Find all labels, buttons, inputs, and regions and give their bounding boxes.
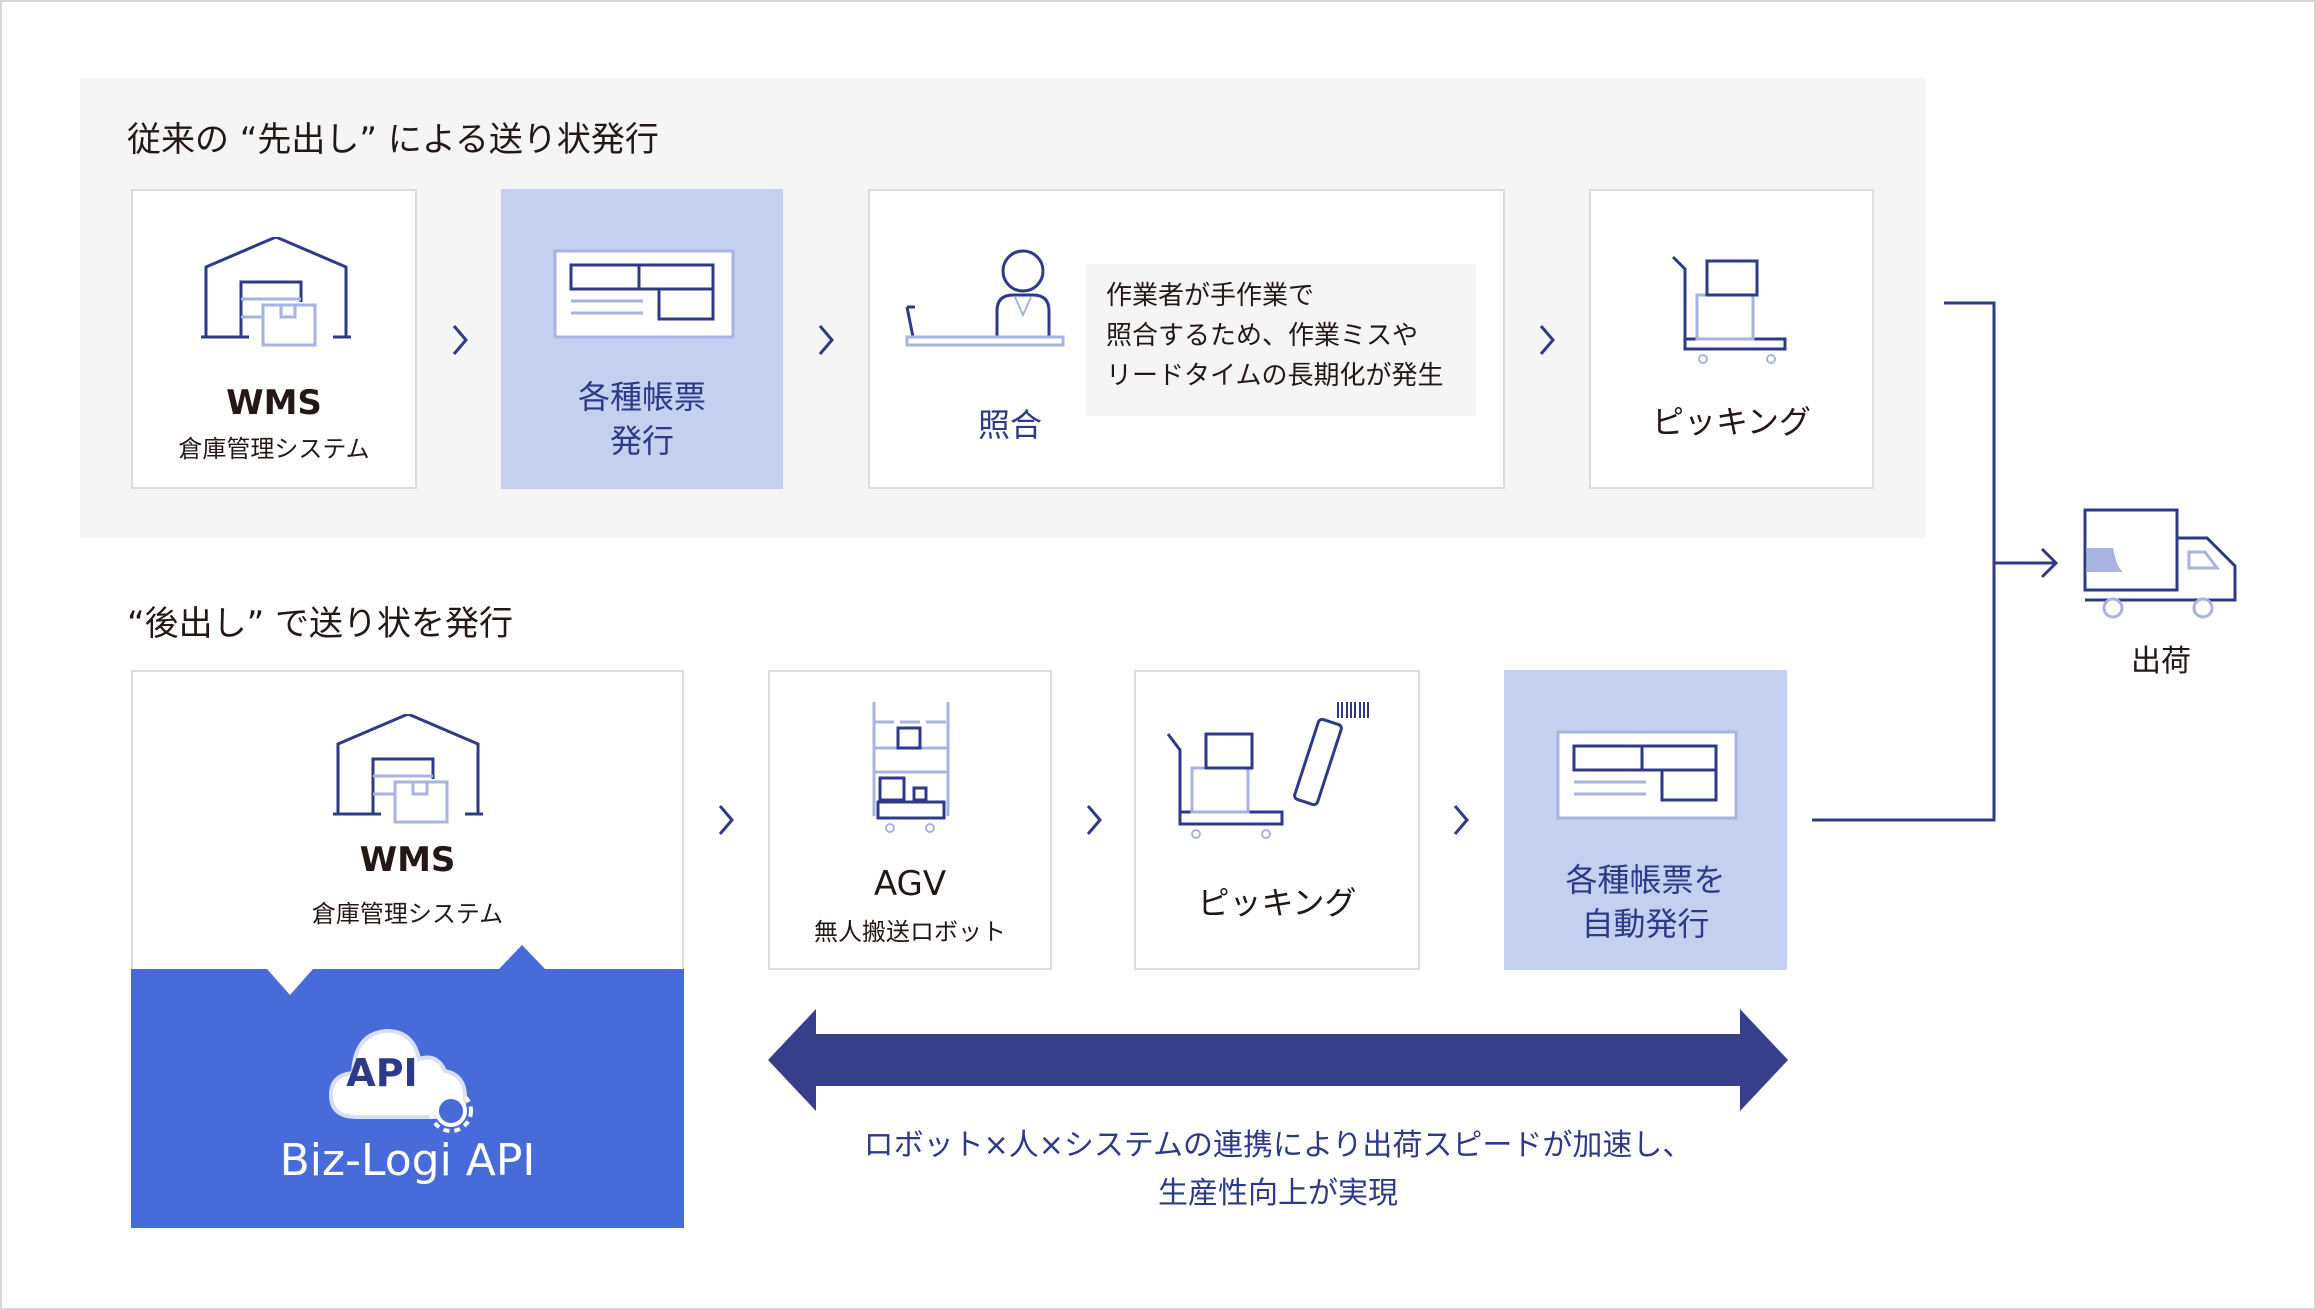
legacy-picking-box: ピッキング xyxy=(1589,189,1874,489)
check-title: 照合 xyxy=(977,406,1042,444)
chevron-right-icon xyxy=(1086,805,1102,835)
warehouse-icon xyxy=(333,714,483,824)
cart-scanner-icon xyxy=(1166,702,1369,839)
note-line: 照合するため、作業ミスや xyxy=(1106,321,1419,351)
auto-forms-line1: 各種帳票を xyxy=(1565,861,1726,899)
worker-at-laptop-icon xyxy=(905,249,1065,347)
legacy-title: 従来の “先出し” による送り状発行 xyxy=(127,120,659,160)
chevron-right-icon xyxy=(818,325,834,355)
picking-box: ピッキング xyxy=(1134,670,1420,970)
api-name: Biz-Logi API xyxy=(279,1135,536,1186)
truck-icon xyxy=(2083,508,2237,619)
legacy-check-box: 照合 作業者が手作業で 照合するため、作業ミスや リードタイムの長期化が発生 xyxy=(868,189,1505,489)
agv-subtitle: 無人搬送ロボット xyxy=(814,918,1006,946)
new-wms-box: WMS 倉庫管理システム API Biz-Logi API xyxy=(131,670,684,1228)
wms-title: WMS xyxy=(359,840,456,880)
wms-title: WMS xyxy=(226,383,322,423)
chevron-right-icon xyxy=(718,805,734,835)
auto-forms-line2: 自動発行 xyxy=(1581,905,1710,943)
agv-box: AGV 無人搬送ロボット xyxy=(768,670,1052,970)
problem-note: 作業者が手作業で 照合するため、作業ミスや リードタイムの長期化が発生 xyxy=(1086,264,1476,416)
forms-line1: 各種帳票 xyxy=(577,378,706,416)
cart-icon xyxy=(1671,255,1787,364)
agv-robot-icon xyxy=(872,702,950,833)
warehouse-icon xyxy=(201,237,351,347)
auto-forms-box: 各種帳票を 自動発行 xyxy=(1504,670,1787,970)
note-line: リードタイムの長期化が発生 xyxy=(1106,361,1444,391)
new-title: “後出し” で送り状を発行 xyxy=(127,604,514,644)
chevron-right-icon xyxy=(1453,805,1469,835)
chevron-right-icon xyxy=(452,325,468,355)
picking-title: ピッキング xyxy=(1197,884,1357,922)
picking-title: ピッキング xyxy=(1651,403,1812,441)
cloud-api-icon xyxy=(328,1028,473,1133)
double-arrow xyxy=(768,1009,1788,1111)
document-form-icon xyxy=(553,249,735,339)
chevron-right-icon xyxy=(1539,325,1555,355)
note-line: 作業者が手作業で xyxy=(1106,281,1315,311)
caption-line1: ロボット×人×システムの連携により出荷スピードが加速し、 xyxy=(863,1128,1693,1163)
speech-notches xyxy=(267,945,545,995)
shipping-label: 出荷 xyxy=(2131,644,2191,679)
document-form-icon xyxy=(1556,730,1738,820)
legacy-wms-box: WMS 倉庫管理システム xyxy=(131,189,417,489)
api-icon-text: API xyxy=(346,1051,418,1095)
wms-subtitle: 倉庫管理システム xyxy=(178,435,370,463)
legacy-forms-box: 各種帳票 発行 xyxy=(501,189,783,489)
caption-line2: 生産性向上が実現 xyxy=(1158,1176,1398,1211)
api-panel: API Biz-Logi API xyxy=(131,945,684,1228)
flow-connector xyxy=(1812,301,2059,822)
agv-title: AGV xyxy=(873,864,947,904)
forms-line2: 発行 xyxy=(609,422,674,460)
wms-subtitle: 倉庫管理システム xyxy=(311,900,504,928)
